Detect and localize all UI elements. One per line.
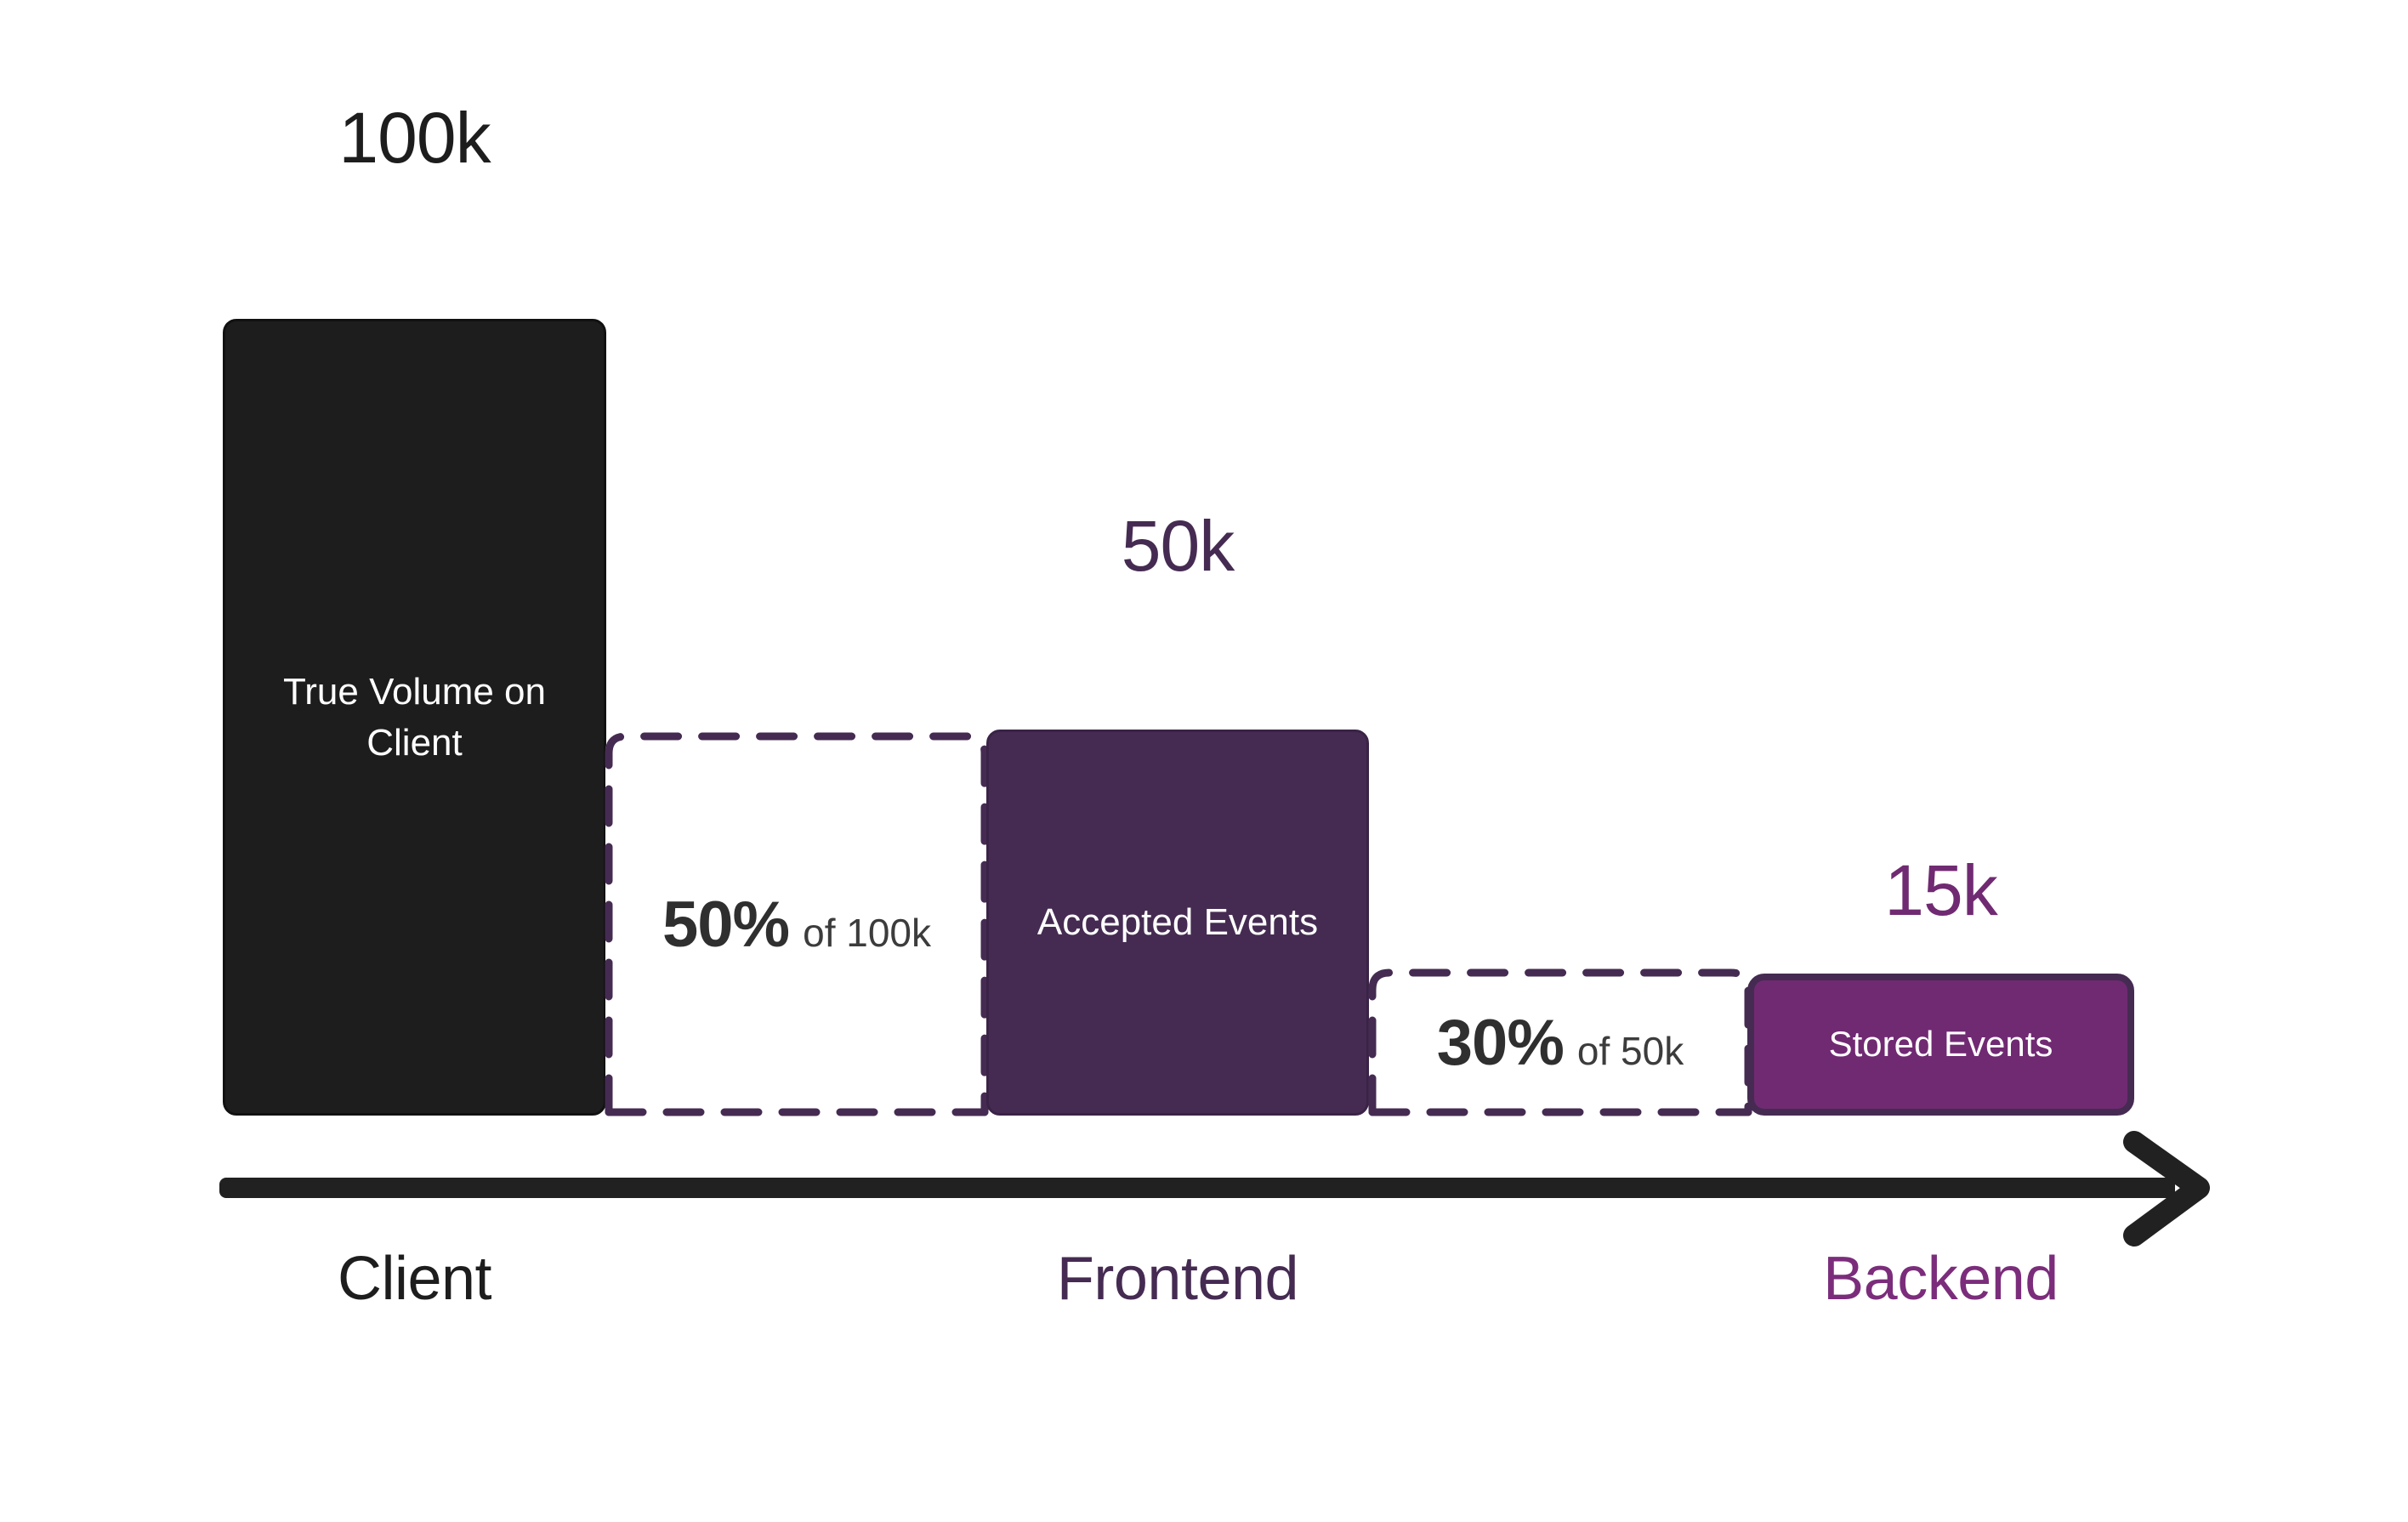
axis-label-client: Client (337, 1245, 492, 1313)
dropoff-second-percent: 30% (1436, 1006, 1565, 1079)
bar-client-label: True Volume on Client (283, 671, 546, 764)
bar-frontend-label: Accepted Events (1036, 901, 1319, 944)
dropoff-second-of: of 50k (1576, 1028, 1684, 1073)
axis-label-frontend: Frontend (1056, 1245, 1299, 1313)
dropoff-box-frontend-to-backend: 30% of 50k (1368, 968, 1752, 1116)
value-label-backend: 15k (1884, 850, 1997, 930)
dropoff-box-client-to-frontend: 50% of 100k (605, 732, 989, 1116)
dropoff-second-text: 30% of 50k (1437, 1006, 1684, 1080)
bar-client[interactable]: True Volume on Client (223, 319, 606, 1116)
dropoff-first-text: 50% of 100k (662, 888, 931, 962)
value-label-client: 100k (338, 98, 491, 178)
bar-backend[interactable]: Stored Events (1747, 974, 2134, 1116)
value-label-frontend: 50k (1121, 506, 1235, 586)
bar-backend-label: Stored Events (1828, 1024, 2053, 1065)
dropoff-first-of: of 100k (803, 910, 932, 955)
axis-label-backend: Backend (1823, 1245, 2059, 1313)
axis-arrow-icon (2123, 1131, 2210, 1247)
axis-line (219, 1178, 2175, 1198)
bar-frontend[interactable]: Accepted Events (986, 730, 1369, 1116)
dropoff-first-percent: 50% (662, 888, 790, 961)
